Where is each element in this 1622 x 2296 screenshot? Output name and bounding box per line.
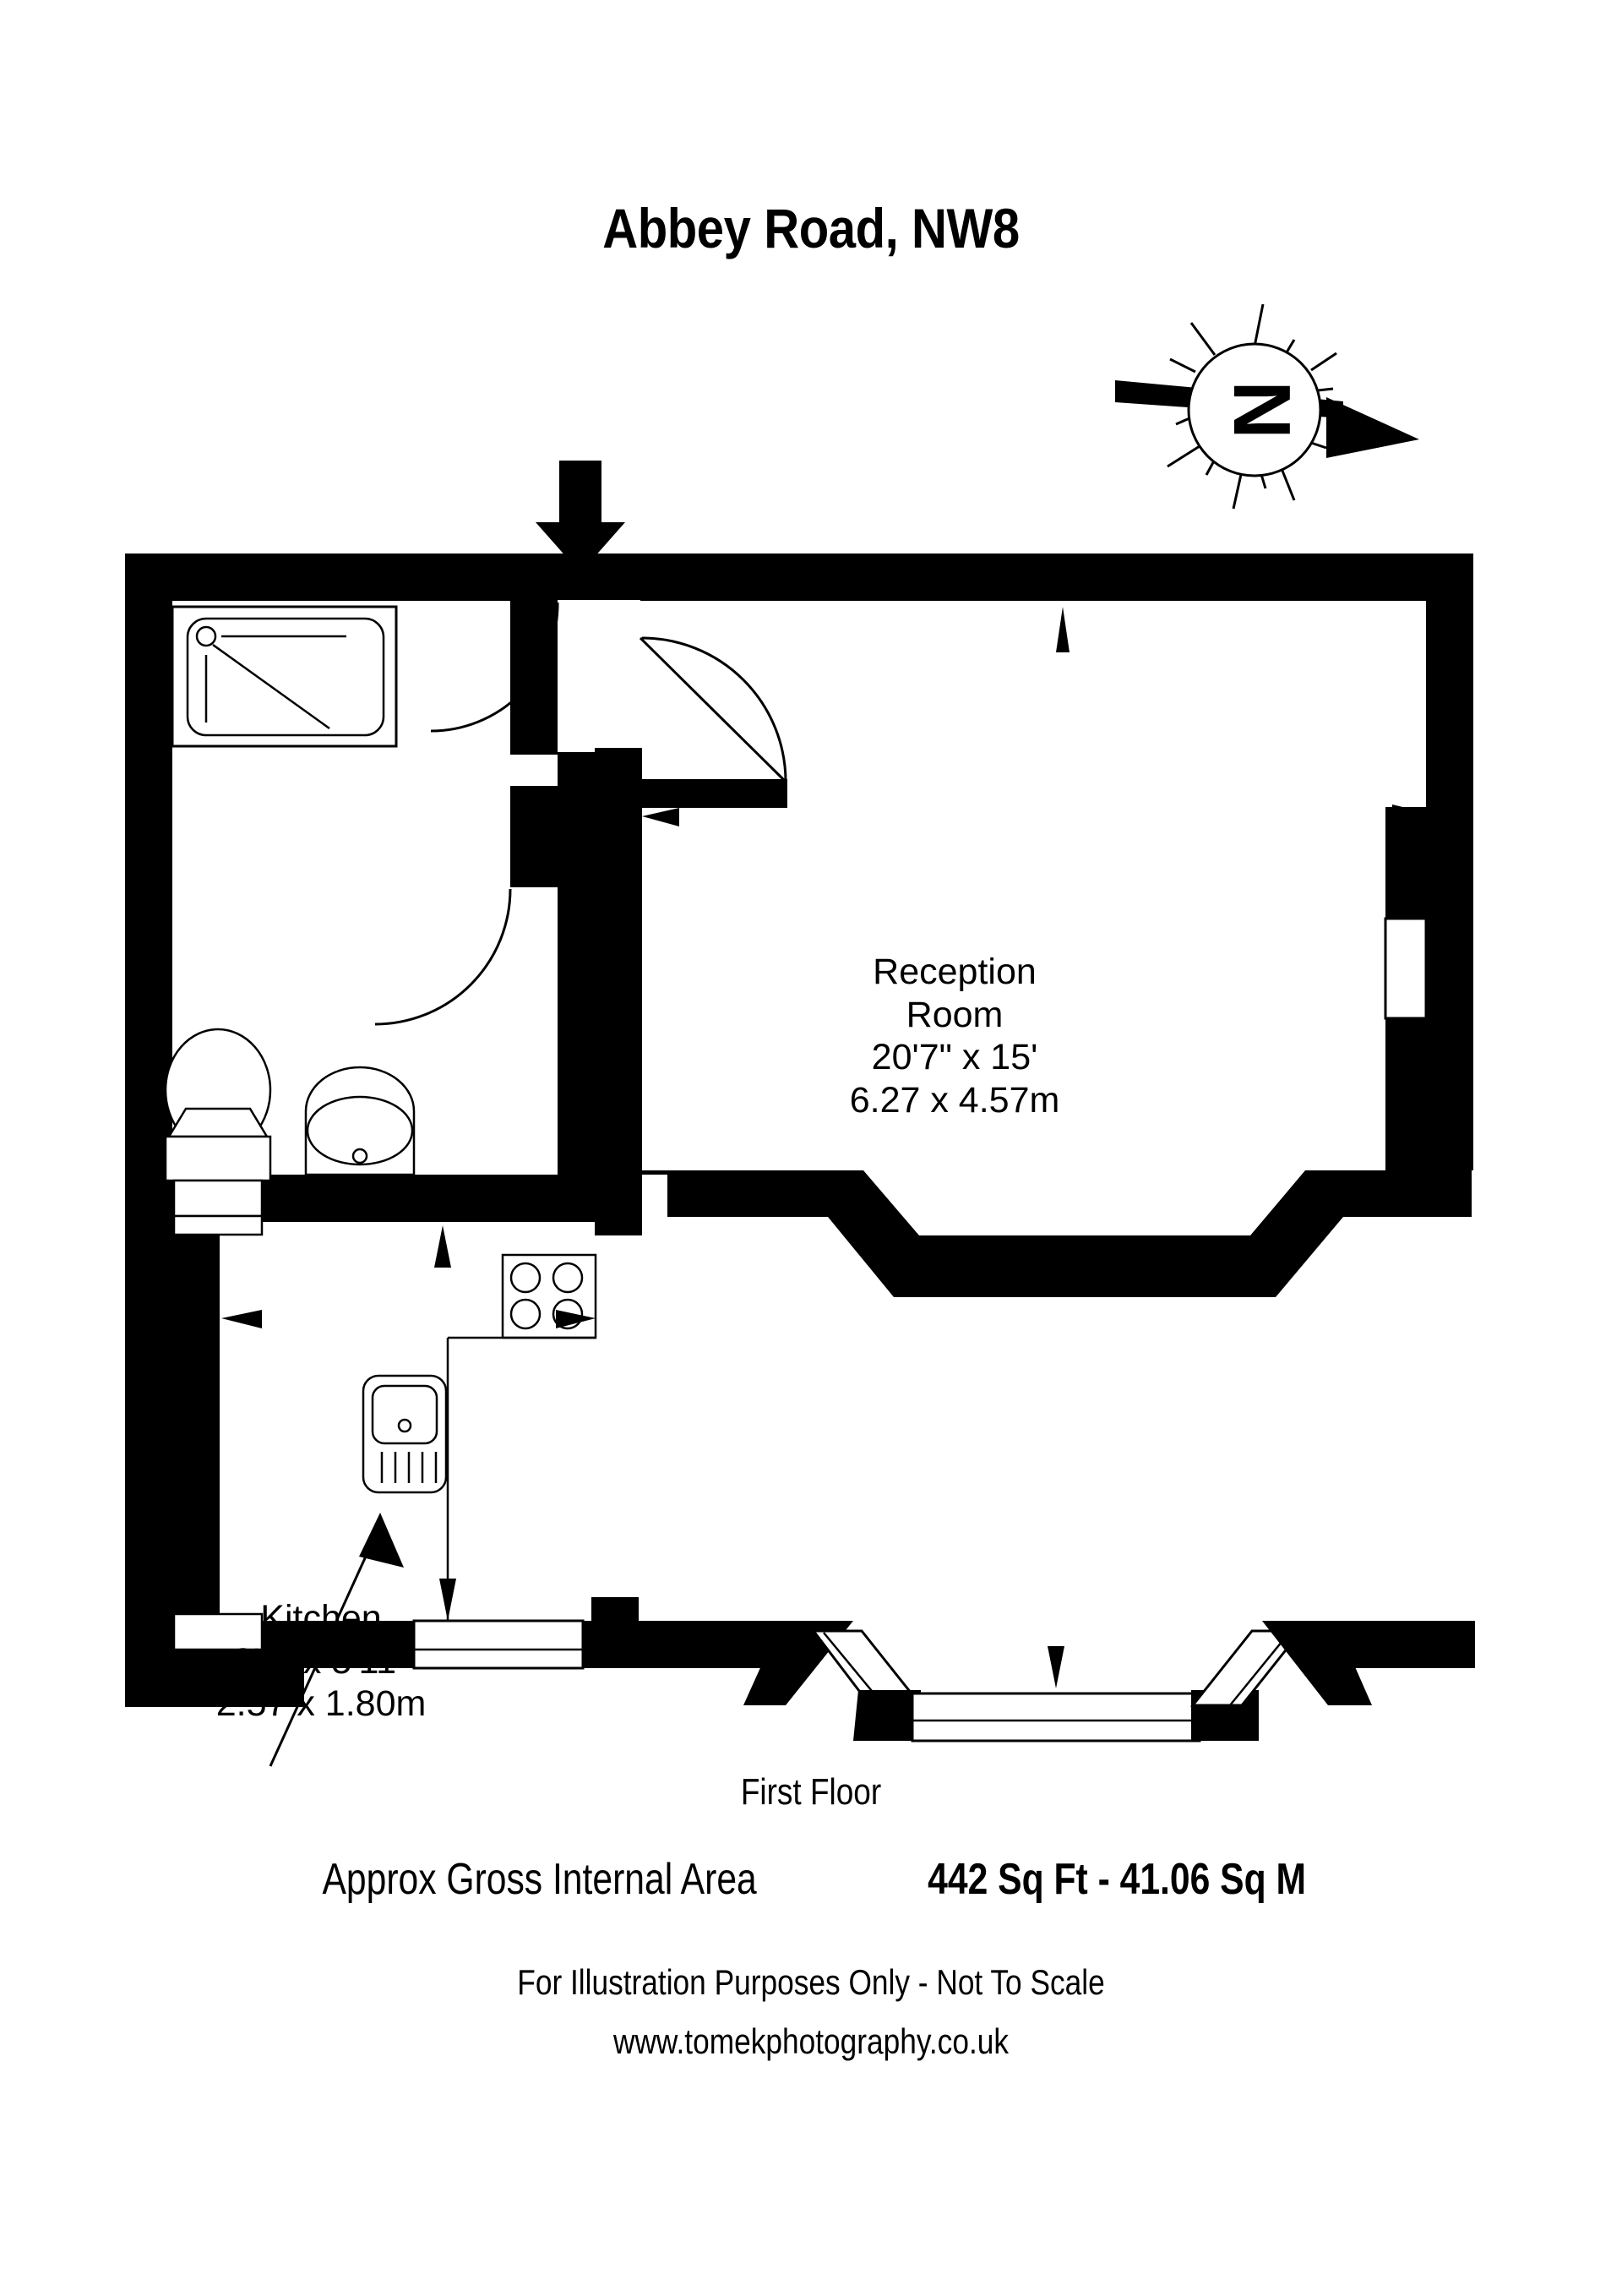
kitchen-dim-imperial: 8'5" x 5'11": [232, 1640, 410, 1682]
compass-letter: N: [1216, 380, 1307, 439]
website-note: www.tomekphotography.co.uk: [612, 2021, 1010, 2061]
svg-text:N: N: [1216, 380, 1307, 439]
hall-door-arc-1: [641, 636, 787, 783]
reception-name-line2: Room: [906, 994, 1004, 1035]
kitchen-leader-line: [269, 1513, 404, 1767]
hob-cooker-fixture: [501, 1253, 597, 1339]
entrance-arrow-icon: [536, 461, 625, 573]
shower-tray-fixture: [171, 605, 398, 748]
room-interiors: [169, 600, 1428, 1665]
floorplan-svg: [125, 461, 1475, 1767]
area-summary: Approx Gross Internal Area 442 Sq Ft - 4…: [0, 1854, 1622, 1905]
reception-name-line1: Reception: [873, 952, 1037, 992]
compass-svg: N: [1115, 303, 1419, 510]
wash-basin-fixture: [304, 1066, 416, 1176]
bay-flank-walls: [1335, 1621, 1475, 1668]
right-wall-alcove: [1384, 917, 1428, 1020]
floorplan-drawing: [0, 461, 1622, 1767]
wc-toilet-fixture: [164, 1028, 272, 1236]
disclaimer-note: For Illustration Purposes Only - Not To …: [517, 1962, 1105, 2002]
opening-arrows: [221, 607, 1428, 1688]
floor-label: First Floor: [740, 1771, 882, 1813]
kitchen-sink-fixture: [362, 1374, 448, 1494]
bay-window: [743, 1621, 1372, 1742]
reception-room-label: Reception Room 20'7" x 15' 6.27 x 4.57m: [786, 951, 1124, 1122]
kitchen-name: Kitchen: [260, 1598, 382, 1639]
entrance-door-arc: [430, 603, 559, 733]
kitchen-room-label: Kitchen 8'5" x 5'11" 2.57 x 1.80m: [152, 1597, 490, 1726]
north-compass: N: [1115, 279, 1453, 515]
reception-dim-metric: 6.27 x 4.57m: [849, 1080, 1060, 1121]
hall-door-jamb: [642, 779, 787, 808]
area-value: 442 Sq Ft - 41.06 Sq M: [927, 1855, 1306, 1904]
page-title: Abbey Road, NW8: [602, 197, 1020, 259]
kitchen-window: [412, 1619, 585, 1670]
area-label: Approx Gross Internal Area: [322, 1855, 758, 1904]
compass-circle: [1187, 342, 1322, 477]
kitchen-worktop: [446, 1336, 596, 1621]
kitchen-dim-metric: 2.57 x 1.80m: [215, 1683, 427, 1725]
wc-window: [172, 1612, 264, 1651]
reception-dim-imperial: 20'7" x 15': [871, 1037, 1038, 1078]
hall-door-arc-2: [374, 888, 512, 1026]
